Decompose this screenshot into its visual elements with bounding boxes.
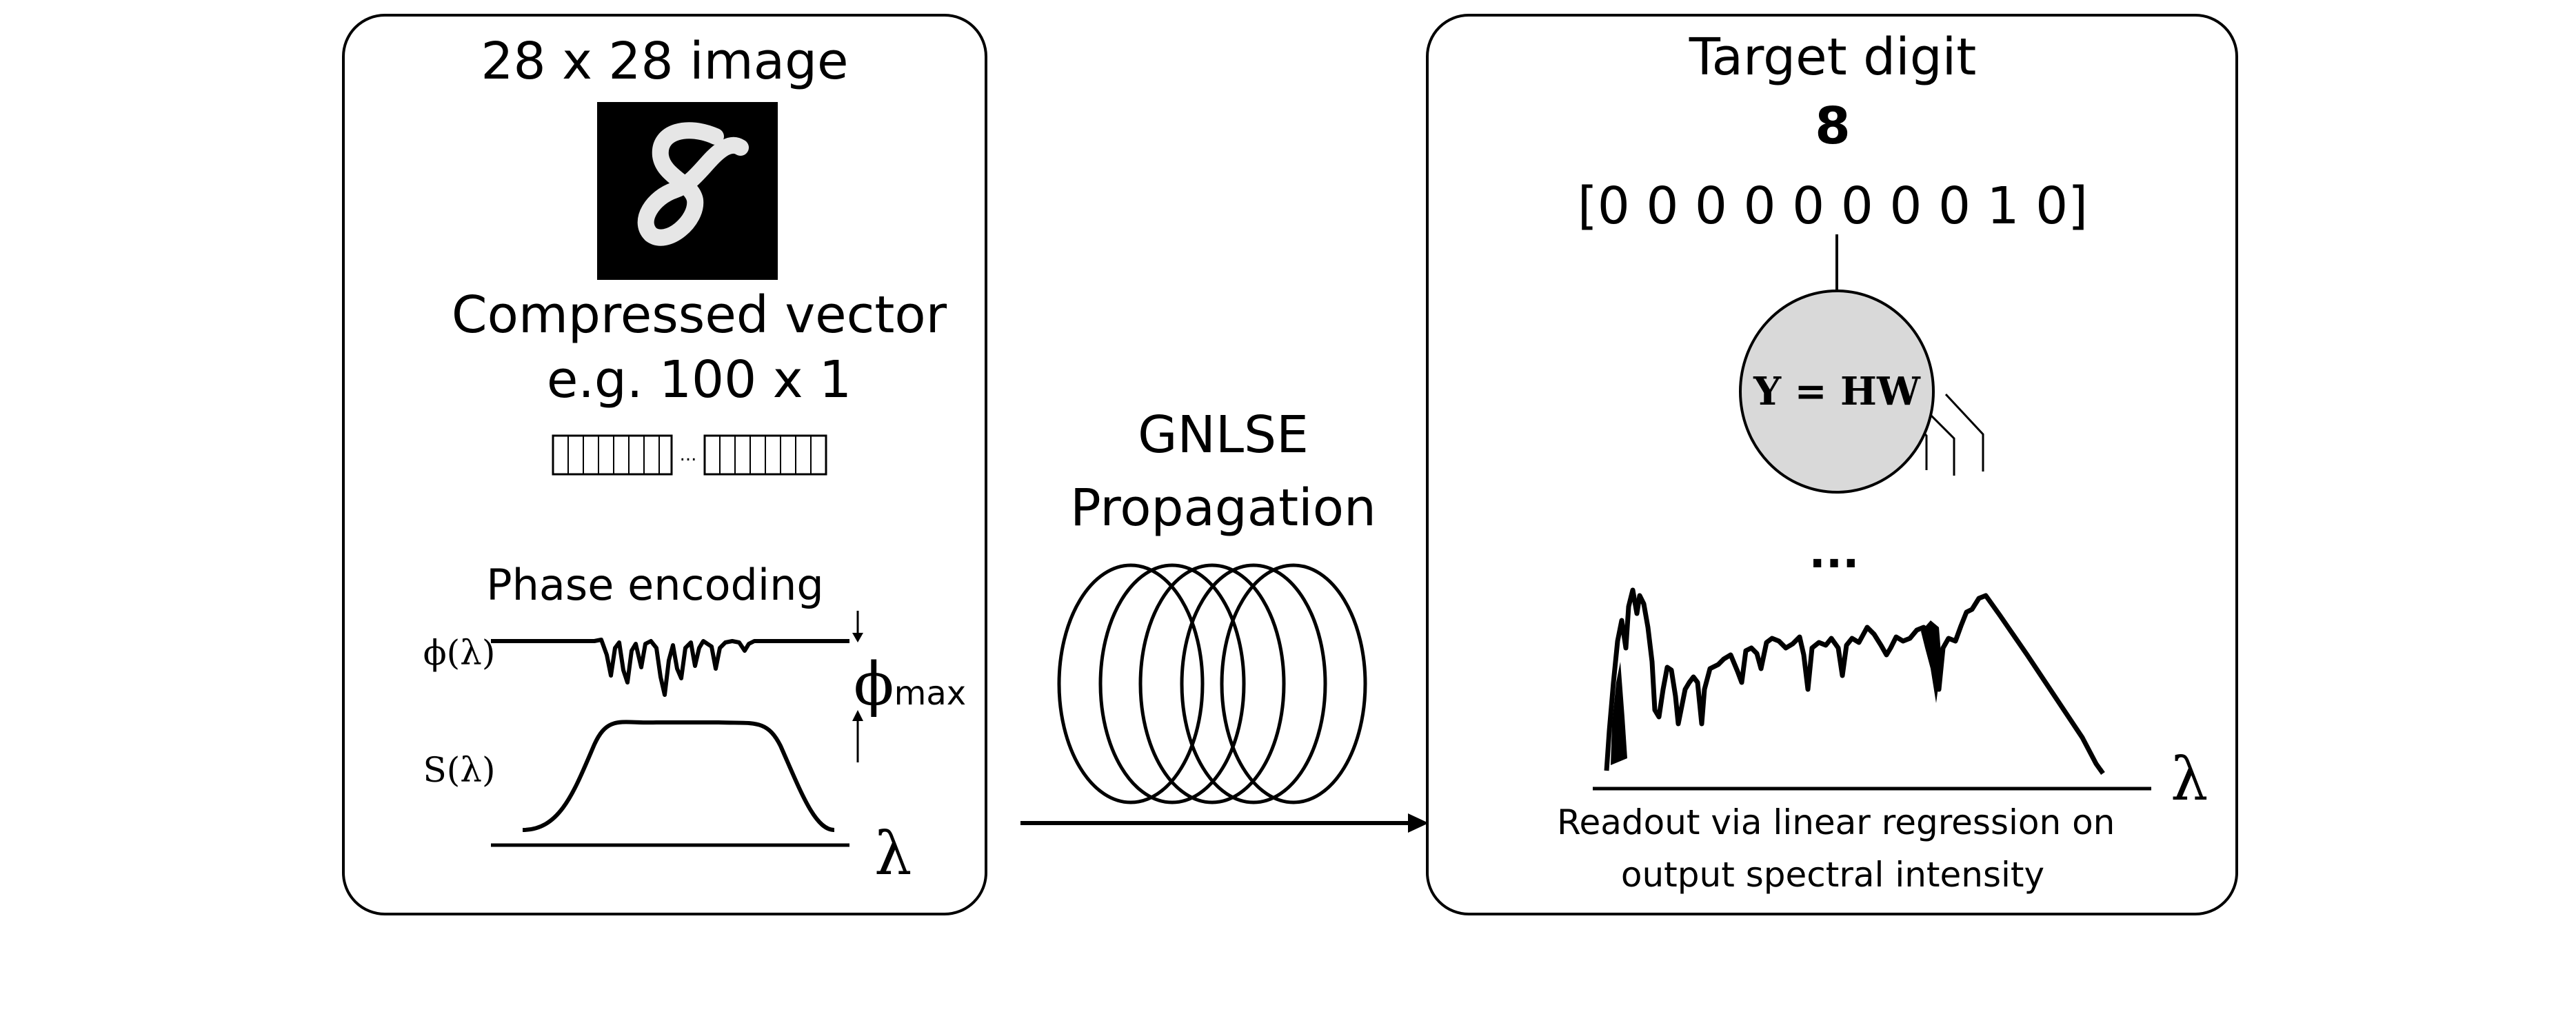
regression-node-label: Y = HW xyxy=(1753,369,1920,414)
target-title: Target digit xyxy=(1689,28,1977,87)
target-vector: [0 0 0 0 0 0 0 0 1 0] xyxy=(1577,176,2089,236)
readout-network xyxy=(1739,234,1984,494)
readout-caption-line1: Readout via linear regression on xyxy=(1557,802,2115,842)
compressed-title: Compressed vector xyxy=(451,285,947,345)
gnlse-title: GNLSE xyxy=(1138,405,1309,465)
image-title: 28 x 28 image xyxy=(481,32,849,91)
readout-caption-line2: output spectral intensity xyxy=(1620,855,2045,895)
phase-encoding-title: Phase encoding xyxy=(486,560,824,610)
phi-label: ϕ(λ) xyxy=(423,633,496,673)
mnist-digit-image: 8 xyxy=(597,102,778,280)
lambda-label-right: λ xyxy=(2171,745,2208,814)
compressed-size: e.g. 100 x 1 xyxy=(546,350,852,409)
regression-node xyxy=(1739,290,1935,494)
phimax-label: ϕmax xyxy=(854,650,967,719)
propagation-title: Propagation xyxy=(1070,478,1376,538)
weights-ellipsis: ... xyxy=(1809,527,1860,578)
s-label: S(λ) xyxy=(423,750,496,790)
output-spectrum xyxy=(1593,587,2151,791)
phase-encoding-plot xyxy=(491,638,849,847)
fiber-coil xyxy=(1020,563,1429,833)
svg-text:...: ... xyxy=(680,445,697,465)
phimax-arrows xyxy=(852,611,863,762)
target-digit: 8 xyxy=(1815,97,1851,156)
lambda-label-left: λ xyxy=(874,820,912,889)
compressed-vector-graphic: ... xyxy=(552,434,827,476)
